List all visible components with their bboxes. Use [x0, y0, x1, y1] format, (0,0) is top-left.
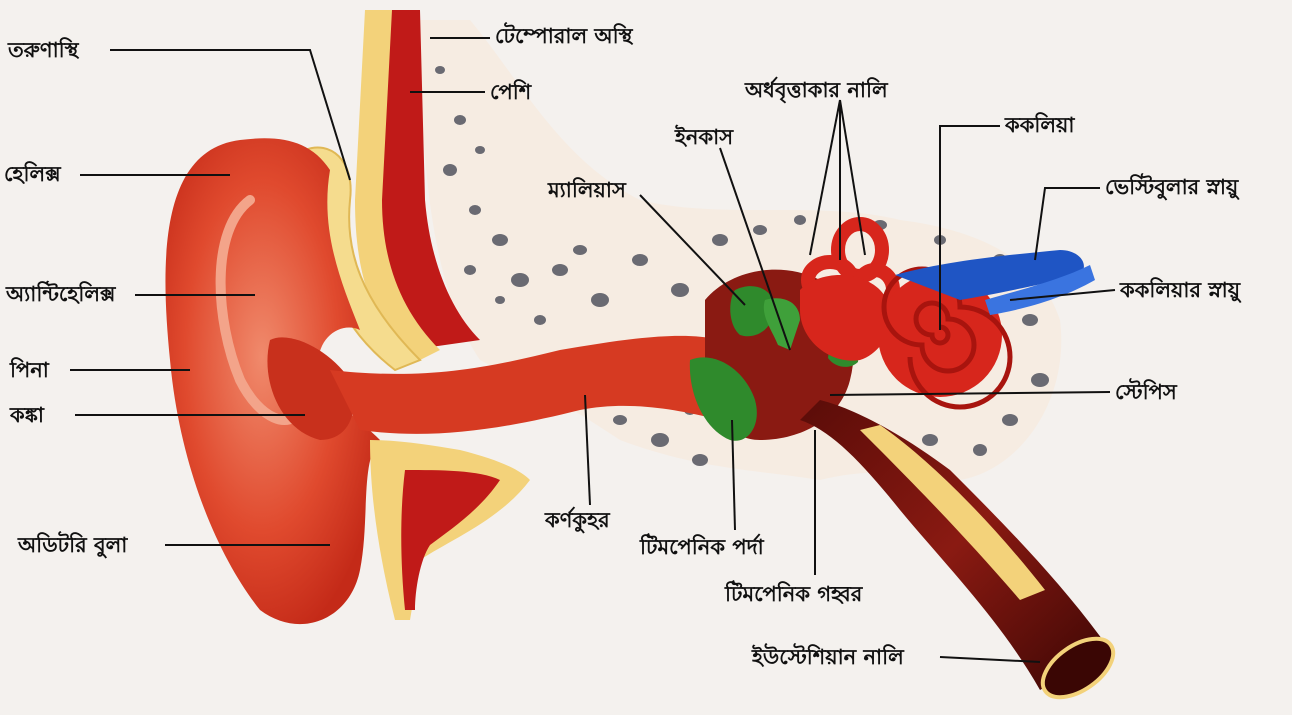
- label-eustachian-tube: ইউস্টেশিয়ান নালি: [752, 645, 904, 669]
- label-vestibular-nerve: ভেস্টিবুলার স্নায়ু: [1105, 175, 1238, 199]
- label-muscle: পেশি: [490, 80, 531, 104]
- label-antihelix: অ্যান্টিহেলিক্স: [6, 282, 115, 306]
- label-cochlea: ককলিয়া: [1005, 113, 1075, 137]
- label-helix: হেলিক্স: [4, 162, 61, 186]
- label-cochlear-nerve: ককলিয়ার স্নায়ু: [1120, 278, 1240, 302]
- label-temporal-bone: টেম্পোরাল অস্থি: [495, 24, 633, 48]
- label-auditory-lobule: অডিটরি বুলা: [18, 533, 127, 557]
- label-pinna: পিনা: [10, 358, 49, 382]
- label-tympanic-cavity: টিমপেনিক গহ্বর: [725, 582, 862, 606]
- label-tympanic-membrane: টিমপেনিক পর্দা: [640, 535, 764, 559]
- label-incus: ইনকাস: [675, 125, 733, 149]
- label-malleus: ম্যালিয়াস: [548, 178, 626, 202]
- label-cartilage: তরুণাস্থি: [8, 38, 79, 62]
- label-concha: কঙ্কা: [10, 403, 44, 427]
- label-ear-canal: কর্ণকুহর: [545, 508, 610, 532]
- label-stapes: স্টেপিস: [1115, 380, 1177, 404]
- label-semicircular-canal: অর্ধবৃত্তাকার নালি: [745, 78, 888, 102]
